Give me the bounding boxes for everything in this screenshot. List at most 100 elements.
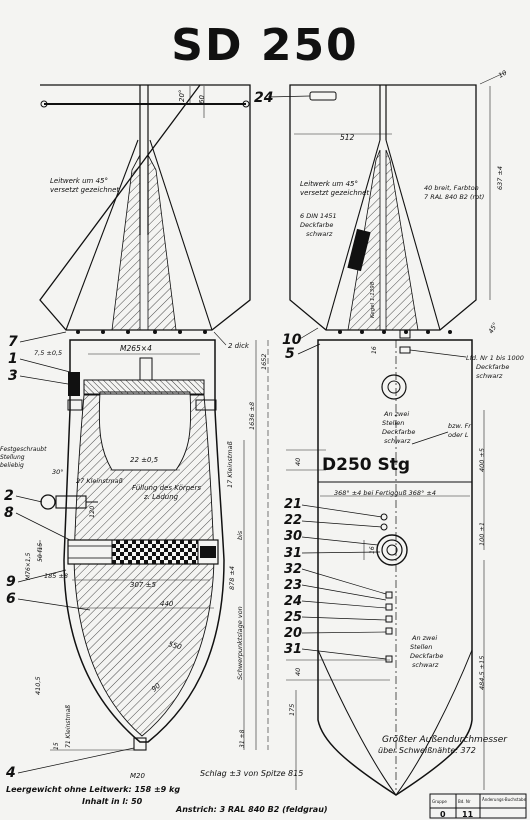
stripe-note-line2: 7 RAL 840 B2 (rot) [424,193,484,201]
kegel-label: Kegel 1:1398 [370,281,376,318]
table-header-gruppe: Gruppe [432,799,447,804]
part-number-5: 5 [285,346,295,362]
dim-175-label: 175 [288,704,296,716]
cg-note-label: Schwerpunktslage von [236,606,244,680]
kleinstmass-17-label: 17 Kleinstmaß [226,441,234,488]
part-number-6: 6 [6,591,16,607]
dim-40b-label: 40 [294,668,302,676]
part-number-25: 25 [284,610,302,625]
bottom-notes: Größter Außendurchmesser über Schweißnäh… [6,735,508,814]
part-number-20: 20 [284,626,302,641]
dim-16-label: 16 [371,346,378,354]
part-number-31: 31 [284,546,302,561]
kleinstmass-27-label: 27 Kleinstmaß [76,477,123,485]
dim-878-label: 878 ±4 [228,566,236,590]
empty-weight-note: Leergewicht ohne Leitwerk: 158 ±9 kg [6,785,180,794]
dim-1636-label: 1636 ±8 [248,402,256,430]
right-fin-note-line1: Leitwerk um 45° [300,180,358,188]
din-note-line1: 6 DIN 1451 [300,212,337,220]
part-number-7: 7 [8,334,18,350]
dim-1652-label: 1652 [260,353,268,370]
dim-m265-label: M265×4 [120,344,152,353]
two-places-note-line2: Stellen [382,419,404,427]
left-nose-plug [133,737,147,751]
dim-120-label: 120 [88,506,96,518]
part-number-10: 10 [282,332,302,348]
left-fin-assembly: 20° 60 Leitwerk um 45° versetzt gezeichn… [39,84,251,350]
dim-50-label: 50 f15 [37,543,44,562]
right-part-numbers: 21 22 30 31 32 23 24 25 20 31 [284,497,302,657]
dim-15-label: 15 [53,742,60,750]
lfd-note-line3: schwarz [476,372,503,380]
page-title: SD 250 [171,20,358,71]
dim-185-label: 185 ±8 [44,572,68,580]
left-explosive-fill [73,394,215,737]
right-lower-lug [376,534,408,566]
lfd-note-line1: Lfd. Nr 1 bis 1000 [466,354,524,362]
dim-2dick-label: 2 dick [228,342,250,350]
left-view: 20° 60 Leitwerk um 45° versetzt gezeichn… [0,84,269,781]
table-header-bdnr: Bd. Nr [458,799,471,804]
table-cell-gruppe: 0 [440,810,446,819]
dim-16b-label: 16 [369,546,376,554]
dim-440-label: 440 [160,600,174,608]
left-base-plate [83,379,205,395]
dim-1001-label: 100 ±1 [478,522,486,546]
dim-20-label: 20° [178,90,186,102]
right-fin-rivets [338,330,452,334]
part-number-22: 22 [284,513,302,528]
part-number-1: 1 [8,351,18,367]
girth-label: 368° ±4 bei Fertigguß 368° ±4 [334,489,436,497]
stencil-text: D250 Stg [322,455,410,475]
dim-m76-label: M76×1,5 [25,552,32,580]
part-number-23: 23 [284,578,302,593]
part-number-21: 21 [284,497,302,512]
stripe-note-line1: 40 breit, Farbton [424,184,479,192]
content-volume-note: Inhalt in l: 50 [82,797,143,806]
dim-30-label: 30° [52,468,64,476]
max-diameter-line1: Größter Außendurchmesser [382,735,508,745]
part-number-32: 32 [284,562,302,577]
right-fin-assembly [289,71,507,334]
table-header-aenderung: Änderungs-Buchstabe [482,797,527,802]
din-note-line2: Deckfarbe [300,221,333,229]
din-note-line3: schwarz [306,230,333,238]
part-number-9: 9 [6,574,16,590]
part-number-2: 2 [4,488,14,504]
dim-550-label: 550 [167,640,183,651]
left-body-outline [63,339,225,743]
dim-4845-label: 484,5 ±15 [478,656,486,690]
dim-512-label: 512 [340,133,355,142]
revision-table: Gruppe Bd. Nr Änderungs-Buchstabe 0 11 [429,793,527,819]
right-view: 24 10 512 Leitwerk um 45° versetzt gezei… [254,69,524,796]
part-number-31b: 31 [284,642,302,657]
fill-note-line2: z. Ladung [143,493,179,501]
right-fin-note-line2: versetzt gezeichnet [300,189,369,197]
two-places-note-line3: Deckfarbe [382,428,415,436]
dim-22-label: 22 ±0,5 [130,456,159,464]
left-fin-rivets [76,330,207,334]
left-fin-note-line1: Leitwerk um 45° [50,177,108,185]
part-number-24: 24 [284,594,302,609]
fixscrew-note-line1: Festgeschraubt [0,446,47,453]
part-number-8: 8 [4,505,14,521]
two-places-b-line4: schwarz [412,661,439,669]
dim-75-label: 7,5 ±0,5 [34,349,62,357]
table-cell-bdnr: 11 [462,810,474,819]
fixscrew-note-line3: beliebig [0,462,24,469]
dim-307-label: 307 ±5 [130,581,156,589]
fixscrew-note-line2: Stellung [0,454,25,461]
two-places-b-line3: Deckfarbe [410,652,443,660]
two-places-b-line1: An zwei [411,634,437,642]
dim-45-label: 45° [487,321,500,335]
part-number-24-top: 24 [254,90,273,106]
kleinstmass-71-label: 71 Kleinstmaß [65,705,72,748]
part-number-30: 30 [284,529,302,544]
dim-m20-label: M20 [130,772,145,780]
left-part-numbers: 7 1 3 2 8 9 6 4 [4,334,18,781]
dim-10-top-label: 10 [497,69,508,80]
two-places-note-line1: An zwei [383,410,409,418]
dim-4105-label: 410,5 [34,676,42,695]
part-number-3: 3 [8,368,18,384]
